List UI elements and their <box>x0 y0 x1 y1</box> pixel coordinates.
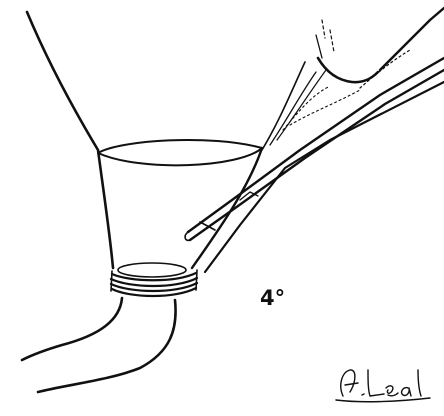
step-label: 4° <box>260 286 285 310</box>
instrument <box>185 58 444 272</box>
sac-right-contour <box>192 148 262 268</box>
sac-opening-ellipse <box>98 140 262 165</box>
neck-inner-ellipse <box>118 263 186 277</box>
stump-left-contour <box>22 298 122 360</box>
sac-left-contour <box>27 12 113 268</box>
artist-signature <box>336 370 430 402</box>
